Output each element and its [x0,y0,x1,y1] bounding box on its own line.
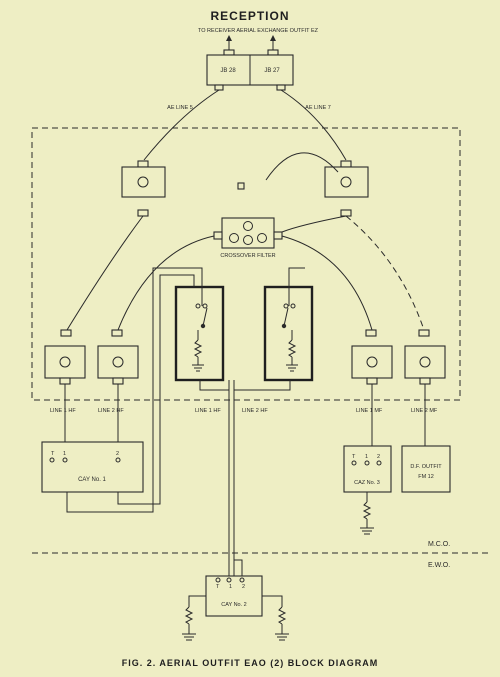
upper-left-unit [121,160,166,217]
label-line1-mf: LINE 1 MF [356,408,383,414]
caz3-term-1: 1 [365,454,368,460]
cay-1-unit: T 1 2 CAY No. 1 [41,441,144,493]
wire-cay1-loop-1 [66,492,154,513]
ae-line-7-label: AE LINE 7 [305,105,331,111]
unit-line2-hf [97,329,139,385]
diagram-title: RECEPTION [210,9,289,23]
ground-left [182,595,206,641]
label-line2-mf: LINE 2 MF [411,408,438,414]
cay1-term-1: 1 [63,451,66,457]
upper-right-unit [237,152,369,217]
ae-line-5-wire [143,89,220,161]
ewo-label: E.W.O. [428,562,450,569]
wire-crossover-left [117,235,215,331]
jb-left-label: JB 28 [220,68,236,74]
ae-line-7-wire [280,89,347,161]
label-line1-hf-mid: LINE 1 HF [195,408,221,414]
crossover-filter: CROSSOVER FILTER [213,217,283,259]
label-line2-hf-mid: LINE 2 HF [242,408,268,414]
wire-switch-left-top-2 [159,274,195,500]
df-outfit-label-2: FM 12 [418,474,434,480]
df-outfit-unit: D.F. OUTFIT FM 12 [401,445,451,493]
label-line2-hf: LINE 2 HF [98,408,124,414]
enclosure-boundary [31,127,461,401]
cay2-term-t: T [216,584,220,590]
cay1-term-t: T [51,451,55,457]
wire-right-to-filter [281,215,347,233]
wire-switch-left-out [199,380,229,391]
unit-line2-mf [404,329,446,385]
crossover-label: CROSSOVER FILTER [220,253,275,259]
wire-switch-left-top [152,267,203,500]
junction-box: JB 28 JB 27 [206,54,294,91]
wire-left-down [66,215,144,331]
ground-right [262,595,289,641]
cay2-term-1: 1 [229,584,232,590]
mco-label: M.C.O. [428,541,450,548]
cay1-term-2: 2 [116,451,119,457]
wire-switch-right-out [234,380,291,391]
unit-line1-hf [44,329,86,385]
caz3-term-t: T [352,454,356,460]
wire-cay1-loop-2 [117,492,161,505]
label-line1-hf: LINE 1 HF [50,408,76,414]
jb-right-label: JB 27 [264,68,280,74]
switch-box-left [174,285,225,382]
caz3-label: CAZ No. 3 [354,480,380,486]
ae-line-5-label: AE LINE 5 [167,105,193,111]
unit-line1-mf [351,329,393,385]
cay2-term-2: 2 [242,584,245,590]
wire-crossover-right [281,235,373,331]
cay1-label: CAY No. 1 [78,477,106,483]
cay-2-unit: T 1 2 CAY No. 2 [205,575,263,617]
cay2-label: CAY No. 2 [221,602,246,608]
figure-caption: FIG. 2. AERIAL OUTFIT EAO (2) BLOCK DIAG… [122,658,379,668]
wire-right-dashed [345,215,425,331]
output-arrows [223,35,279,56]
wire-cay2-term2 [234,559,243,576]
caz-3-unit: T 1 2 CAZ No. 3 [343,445,392,535]
wire-switch-right-top [288,267,305,306]
top-note: TO RECEIVER AERIAL EXCHANGE OUTFIT EZ [198,28,319,34]
df-outfit-label-1: D.F. OUTFIT [410,464,442,470]
caz3-term-2: 2 [377,454,380,460]
